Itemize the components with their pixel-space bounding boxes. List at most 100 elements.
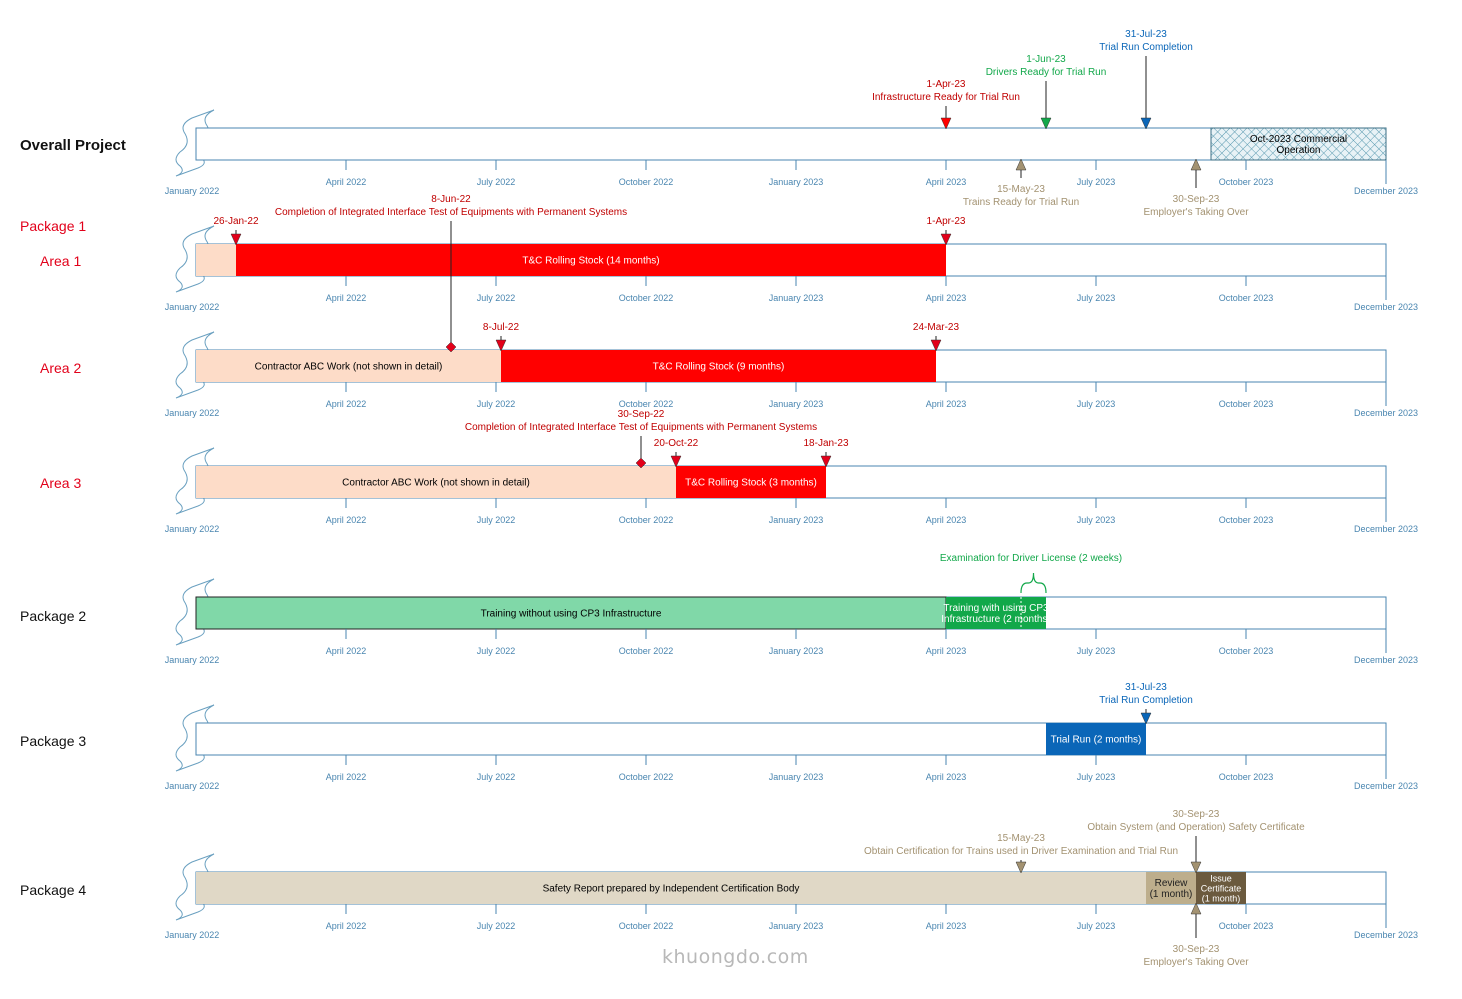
milestone-label: Employer's Taking Over	[1143, 957, 1249, 968]
milestone-label: Obtain System (and Operation) Safety Cer…	[1087, 822, 1305, 833]
milestone-arrow-icon	[1140, 712, 1152, 725]
task-label: Infrastructure (2 months)	[941, 614, 1050, 625]
task-bar	[236, 244, 946, 276]
milestone-label: Trial Run Completion	[1099, 695, 1193, 706]
axis-tick-label: January 2023	[769, 921, 824, 931]
milestone-arrow-icon	[930, 339, 942, 352]
row-frame	[195, 722, 1387, 756]
axis-tick-label: July 2023	[1077, 177, 1116, 187]
axis-tick-label: April 2023	[926, 399, 967, 409]
milestone-label: 30-Sep-23	[1173, 194, 1220, 205]
task-bar	[196, 872, 1146, 904]
task-bar	[195, 596, 947, 630]
task-bar	[196, 244, 236, 276]
row-label-package-2: Package 2	[20, 608, 87, 624]
axis-start-label: January 2022	[165, 930, 220, 940]
axis-tick-label: October 2022	[619, 177, 674, 187]
milestone-arrow-icon	[820, 455, 832, 468]
task-bar	[501, 350, 936, 382]
milestone-label: Drivers Ready for Trial Run	[986, 67, 1107, 78]
axis-start-label: January 2022	[165, 408, 220, 418]
axis-start-label: January 2022	[165, 186, 220, 196]
milestone-arrow-icon	[1190, 861, 1202, 874]
axis-tick-label: July 2022	[477, 921, 516, 931]
task-label: T&C Rolling Stock (3 months)	[685, 478, 817, 489]
row-area3: Contractor ABC Work (not shown in detail…	[165, 409, 1418, 534]
axis-tick-label: October 2023	[1219, 921, 1274, 931]
task-bar	[1196, 872, 1246, 904]
milestone-label: Trial Run Completion	[1099, 42, 1193, 53]
milestone-label: 30-Sep-22	[618, 409, 665, 420]
task-label: Training without using CP3 Infrastructur…	[481, 609, 662, 620]
axis-tick-label: January 2023	[769, 399, 824, 409]
axis-tick-label: July 2022	[477, 293, 516, 303]
task-label: T&C Rolling Stock (9 months)	[653, 362, 785, 373]
row-label-area-3: Area 3	[40, 475, 82, 491]
axis-end-label: December 2023	[1354, 408, 1418, 418]
task-label: Operation	[1277, 145, 1321, 156]
milestone-label: 20-Oct-22	[654, 438, 699, 449]
task-label: Oct-2023 Commercial	[1250, 134, 1347, 145]
group-label-package-1: Package 1	[20, 218, 87, 234]
milestone-label: 1-Apr-23	[927, 216, 966, 227]
row-label-area-2: Area 2	[40, 360, 82, 376]
milestone-label: Obtain Certification for Trains used in …	[864, 846, 1178, 857]
milestone-arrow-icon	[940, 117, 952, 130]
milestone-arrow-icon	[1140, 117, 1152, 130]
axis-tick-label: October 2022	[619, 921, 674, 931]
row-label-overall: Overall Project	[20, 137, 126, 154]
milestone-label: 18-Jan-23	[803, 438, 848, 449]
axis-tick-label: January 2023	[769, 293, 824, 303]
watermark: khuongdo.com	[662, 946, 809, 968]
milestone-label: 30-Sep-23	[1173, 944, 1220, 955]
axis-tick-label: January 2023	[769, 177, 824, 187]
milestone-arrow-icon	[1015, 861, 1027, 874]
milestone-label: 30-Sep-23	[1173, 809, 1220, 820]
milestone-label: 1-Apr-23	[927, 79, 966, 90]
task-bar	[196, 466, 676, 498]
brace-icon	[1020, 572, 1047, 594]
axis-tick-label: April 2022	[326, 293, 367, 303]
axis-tick-label: July 2023	[1077, 646, 1116, 656]
milestone-label: 26-Jan-22	[213, 216, 258, 227]
axis-tick-label: July 2023	[1077, 293, 1116, 303]
task-bar	[196, 350, 501, 382]
axis-tick-label: July 2022	[477, 646, 516, 656]
axis-tick-label: October 2022	[619, 772, 674, 782]
milestone-arrow-icon	[1040, 117, 1052, 130]
axis-start-label: January 2022	[165, 524, 220, 534]
axis-tick-label: April 2022	[326, 177, 367, 187]
milestone-label: 31-Jul-23	[1125, 29, 1167, 40]
row-label-package-3: Package 3	[20, 733, 87, 749]
axis-tick-label: October 2023	[1219, 399, 1274, 409]
milestone-arrow-icon	[1190, 158, 1202, 171]
row-label-package-4: Package 4	[20, 882, 87, 898]
axis-tick-label: July 2023	[1077, 772, 1116, 782]
axis-tick-label: April 2022	[326, 921, 367, 931]
task-label: Contractor ABC Work (not shown in detail…	[342, 478, 530, 489]
milestone-label: Trains Ready for Trial Run	[963, 197, 1079, 208]
milestone-arrow-icon	[1190, 902, 1202, 915]
axis-end-label: December 2023	[1354, 524, 1418, 534]
axis-tick-label: July 2023	[1077, 399, 1116, 409]
axis-tick-label: October 2022	[619, 293, 674, 303]
milestone-diamond-icon	[635, 457, 647, 469]
row-frame	[195, 127, 1387, 161]
task-label: (1 month)	[1150, 889, 1193, 900]
row-package4: Safety Report prepared by Independent Ce…	[165, 809, 1418, 968]
task-label: Safety Report prepared by Independent Ce…	[543, 884, 800, 895]
axis-tick-label: April 2023	[926, 515, 967, 525]
axis-tick-label: October 2022	[619, 515, 674, 525]
milestone-label: 15-May-23	[997, 184, 1045, 195]
axis-start-label: January 2022	[165, 655, 220, 665]
task-label: Certificate	[1201, 884, 1242, 894]
axis-tick-label: January 2023	[769, 646, 824, 656]
task-label: T&C Rolling Stock (14 months)	[522, 256, 659, 267]
axis-tick-label: April 2023	[926, 772, 967, 782]
axis-tick-label: October 2023	[1219, 515, 1274, 525]
axis-tick-label: April 2022	[326, 646, 367, 656]
milestone-arrow-icon	[230, 233, 242, 246]
task-label: (1 month)	[1202, 894, 1241, 904]
row-area2: Contractor ABC Work (not shown in detail…	[165, 194, 1418, 418]
